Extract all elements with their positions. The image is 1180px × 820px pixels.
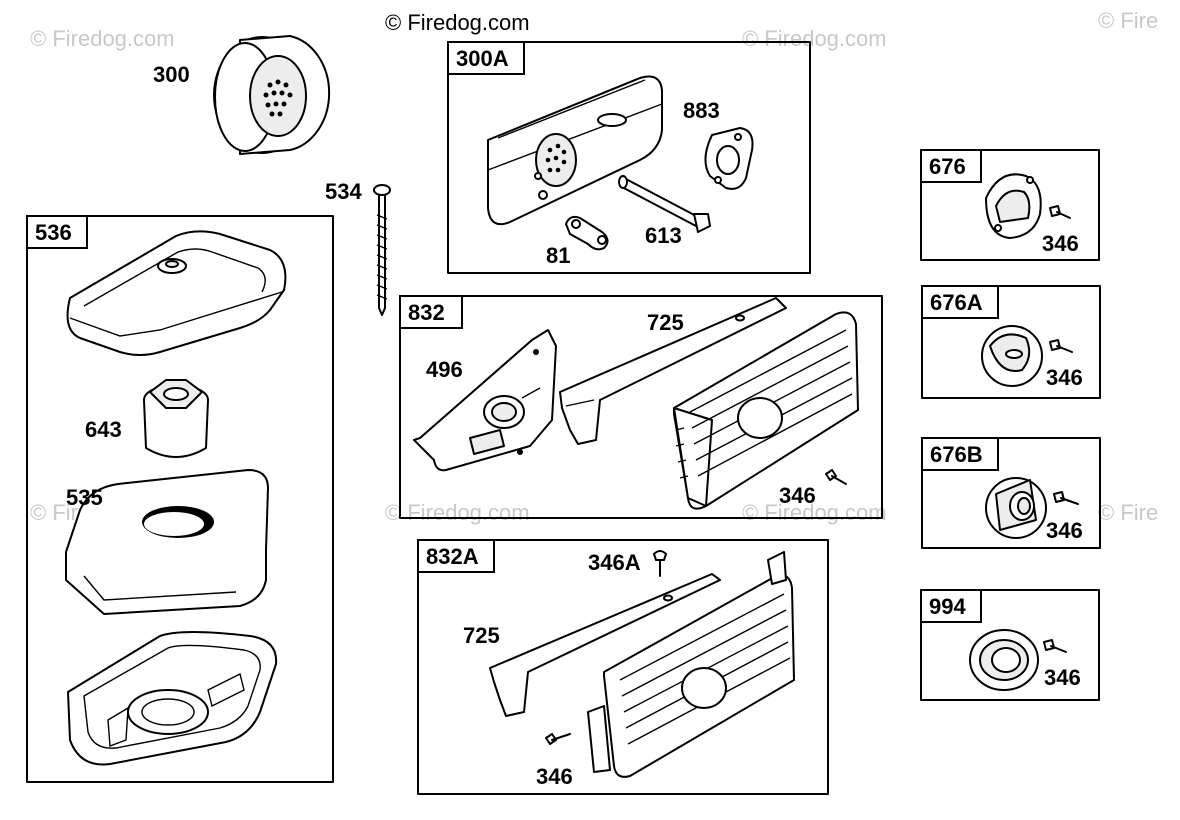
box-label-bg <box>921 437 999 471</box>
box-label-bg <box>447 41 525 75</box>
box-label-536: 536 <box>35 220 72 245</box>
box-label-bg <box>417 539 495 573</box>
filter-643-drawing <box>143 379 209 458</box>
part-label-883: 883 <box>683 98 720 123</box>
shield-676B-drawing <box>985 477 1047 539</box>
gasket-883-drawing <box>704 127 754 190</box>
part-label-346-b: 346 <box>536 764 573 789</box>
bolt-613-drawing <box>618 175 711 233</box>
box-676A <box>921 285 1101 399</box>
box-label-bg <box>920 589 982 623</box>
part-label-535: 535 <box>66 485 103 510</box>
box-536 <box>26 215 334 783</box>
box-label-676A: 676A <box>930 290 983 315</box>
box-832 <box>399 295 883 519</box>
element-535-drawing <box>65 469 269 615</box>
watermark-top: © Firedog.com <box>385 10 530 35</box>
part-label-346-d: 346 <box>1046 365 1083 390</box>
air-cleaner-cover-drawing <box>66 230 287 356</box>
shield-676-drawing <box>985 173 1042 239</box>
watermark: © Fire <box>1098 8 1158 33</box>
air-cleaner-base-drawing <box>67 631 278 766</box>
watermark: © Fire <box>1098 500 1158 525</box>
box-label-300A: 300A <box>456 46 509 71</box>
shield-676A-drawing <box>981 325 1043 387</box>
bolt-346A-drawing <box>653 550 667 577</box>
part-label-346-c: 346 <box>1042 231 1079 256</box>
part-label-534: 534 <box>325 179 362 204</box>
box-label-bg <box>921 285 999 319</box>
bracket-496-drawing <box>413 329 557 472</box>
part-label-725-b: 725 <box>463 623 500 648</box>
watermark: © Firedog.com <box>30 26 175 51</box>
bolt-676A-drawing <box>1049 339 1073 353</box>
box-label-676: 676 <box>929 154 966 179</box>
box-676 <box>920 149 1100 261</box>
part-label-346-e: 346 <box>1046 518 1083 543</box>
watermark: © Firedog.com <box>742 26 887 51</box>
deflector-725-drawing <box>559 297 787 445</box>
watermark: © Firedog.com <box>742 500 887 525</box>
part-label-346A: 346A <box>588 550 641 575</box>
muffler-300A-drawing <box>487 75 663 226</box>
box-label-832A: 832A <box>426 544 479 569</box>
deflector-725b-drawing <box>489 573 721 717</box>
part-label-81: 81 <box>546 243 570 268</box>
part-label-300: 300 <box>153 62 190 87</box>
box-300A <box>447 41 811 274</box>
muffler-300-drawing <box>213 35 331 155</box>
box-label-994: 994 <box>929 594 966 619</box>
bolt-346-b-drawing <box>545 733 571 745</box>
box-994 <box>920 589 1100 701</box>
guard-832-drawing <box>673 311 859 510</box>
bolt-676-drawing <box>1049 205 1071 219</box>
screw-534-drawing <box>373 184 391 316</box>
part-label-346-f: 346 <box>1044 665 1081 690</box>
box-label-832: 832 <box>408 300 445 325</box>
bolt-994-drawing <box>1043 639 1067 653</box>
part-label-346-a: 346 <box>779 483 816 508</box>
box-label-bg <box>26 215 88 249</box>
box-label-bg <box>399 295 463 329</box>
bolt-676B-drawing <box>1053 491 1079 505</box>
lock-plate-81-drawing <box>565 215 609 251</box>
box-676B <box>921 437 1101 549</box>
box-832A <box>417 539 829 795</box>
part-label-725-a: 725 <box>647 310 684 335</box>
box-label-bg <box>920 149 982 183</box>
box-label-676B: 676B <box>930 442 983 467</box>
watermark: © Firedog.com <box>385 500 530 525</box>
part-label-643: 643 <box>85 417 122 442</box>
bolt-346-drawing <box>825 469 847 485</box>
shield-994-drawing <box>969 629 1039 691</box>
part-label-613: 613 <box>645 223 682 248</box>
part-label-496: 496 <box>426 357 463 382</box>
guard-832A-drawing <box>587 551 795 778</box>
